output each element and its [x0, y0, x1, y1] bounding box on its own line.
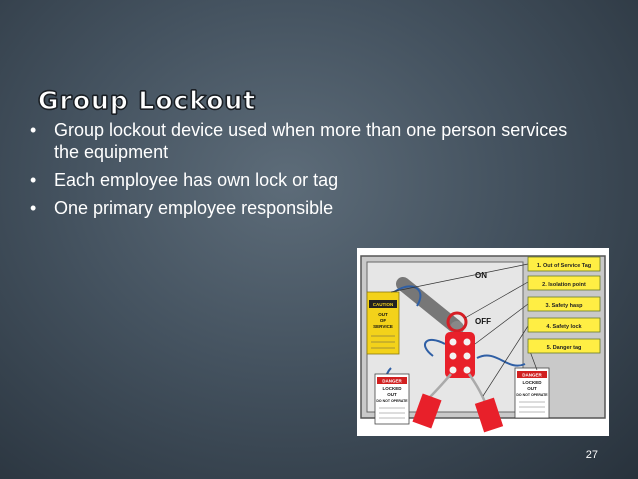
caution-tag-line1: OUT: [378, 312, 388, 317]
callout-label-text: 2. Isolation point: [542, 282, 586, 288]
caution-tag-header: CAUTION: [373, 302, 394, 307]
callout-label: 3. Safety hasp: [527, 296, 601, 312]
bullet-text: Each employee has own lock or tag: [54, 170, 339, 190]
safety-hasp-icon: [445, 332, 475, 378]
danger-tag-right-header: DANGER: [522, 373, 542, 378]
danger-tag-right-line3: DO NOT OPERATE: [516, 393, 548, 397]
diagram-svg: ON OFF: [360, 255, 606, 433]
safety-lock-right-icon: [474, 397, 504, 433]
caution-tag-line3: SERVICE: [373, 324, 393, 329]
danger-tag-left-icon: DANGER LOCKED OUT DO NOT OPERATE: [374, 373, 410, 425]
danger-tag-right-line1: LOCKED: [523, 380, 543, 385]
lock-shackle-left: [428, 373, 452, 399]
danger-tag-left-header: DANGER: [382, 379, 402, 384]
safety-lock-left-icon: [412, 393, 442, 429]
switch-on-label: ON: [475, 271, 487, 280]
switch-off-label: OFF: [475, 317, 491, 326]
danger-tag-right-line2: OUT: [527, 386, 537, 391]
bullet-text: Group lockout device used when more than…: [54, 120, 568, 162]
callout-label-text: 5. Danger tag: [547, 345, 582, 351]
callout-label-text: 3. Safety hasp: [546, 303, 584, 309]
pointer-lines: [390, 263, 538, 397]
bullet-icon: •: [30, 198, 37, 218]
callout-label: 1. Out of Service Tag: [527, 256, 601, 272]
bullet-text: One primary employee responsible: [54, 198, 334, 218]
bullet-icon: •: [30, 170, 37, 190]
bullet-item: • One primary employee responsible: [30, 197, 590, 219]
bullet-item: • Each employee has own lock or tag: [30, 169, 590, 191]
danger-tag-left-line2: OUT: [387, 392, 397, 397]
page-number: 27: [585, 449, 598, 461]
bullet-item: • Group lockout device used when more tha…: [30, 119, 590, 163]
callout-label-text: 1. Out of Service Tag: [537, 263, 591, 269]
callout-label-text: 4. Safety lock: [546, 324, 582, 330]
lock-shackle-right: [467, 373, 487, 403]
danger-tag-right-icon: DANGER LOCKED OUT DO NOT OPERATE: [514, 367, 550, 419]
slide-title: Group Lockout: [37, 85, 257, 115]
danger-tag-left-line3: DO NOT OPERATE: [376, 399, 408, 403]
bullet-icon: •: [30, 120, 37, 140]
bullet-list: • Group lockout device used when more tha…: [30, 119, 590, 225]
callout-label: 2. Isolation point: [527, 275, 601, 291]
hasp-shackle-icon: [446, 311, 468, 333]
group-lockout-diagram: ON OFF: [357, 248, 609, 436]
caution-tag-icon: CAUTION OUT OF SERVICE: [366, 291, 400, 355]
callout-label: 5. Danger tag: [527, 338, 601, 354]
caution-tag-line2: OF: [380, 318, 387, 323]
danger-tag-left-line1: LOCKED: [383, 386, 403, 391]
callout-label: 4. Safety lock: [527, 317, 601, 333]
